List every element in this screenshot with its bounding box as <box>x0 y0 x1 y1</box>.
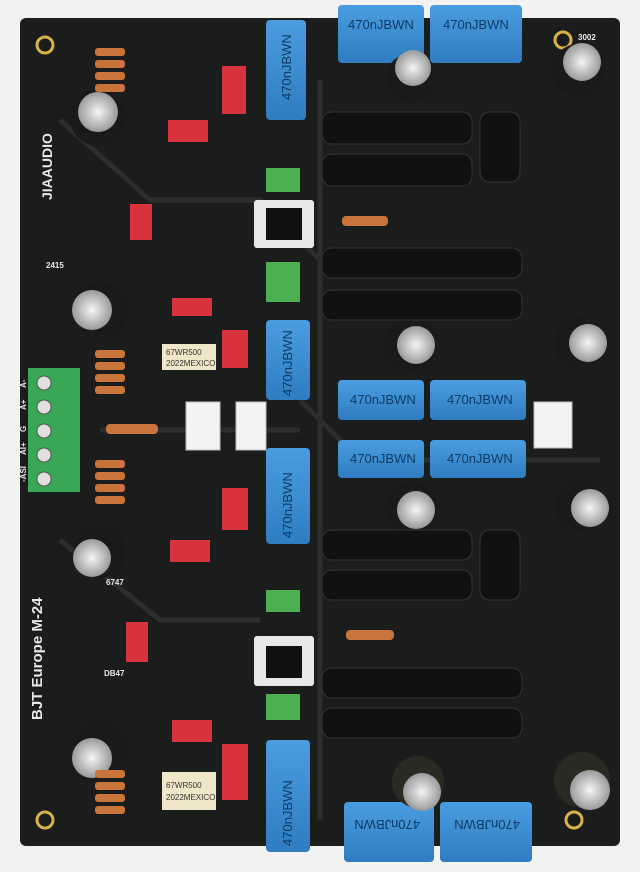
electrolytic-capacitor <box>73 526 126 578</box>
svg-text:470nJBWN: 470nJBWN <box>280 330 295 396</box>
svg-text:470nJBWN: 470nJBWN <box>443 17 509 32</box>
svg-text:470nJBWN: 470nJBWN <box>279 34 294 100</box>
film-capacitor: 470nJBWN <box>338 440 424 478</box>
svg-text:470nJBWN: 470nJBWN <box>280 780 295 846</box>
film-capacitor: 470nJBWN <box>430 380 526 420</box>
film-capacitor: 470nJBWN <box>440 802 532 862</box>
electrolytic-capacitor <box>386 482 438 534</box>
silk-mark: DB47 <box>104 669 125 678</box>
red-box-capacitor <box>126 66 248 800</box>
electrolytic-capacitor <box>72 282 128 338</box>
electrolytic-capacitor <box>554 317 607 369</box>
silk-mark: 3002 <box>578 33 596 42</box>
electrolytic-capacitor <box>384 319 436 371</box>
svg-text:470nJBWN: 470nJBWN <box>350 392 416 407</box>
svg-text:470nJBWN: 470nJBWN <box>454 817 520 832</box>
film-capacitor: 470nJBWN <box>266 448 310 544</box>
silk-mark: 6747 <box>106 578 124 587</box>
terminal-block <box>28 368 80 492</box>
electrolytic-capacitor <box>70 90 126 146</box>
opamp-chip <box>254 200 314 248</box>
brand-silkscreen: JIAAUDIO <box>39 133 55 200</box>
terminal-label: AI+ <box>19 442 28 455</box>
film-capacitor: 470nJBWN <box>430 440 526 478</box>
opamp-chip <box>254 636 314 686</box>
electrolytic-capacitor <box>554 479 609 531</box>
svg-text:470nJBWN: 470nJBWN <box>350 451 416 466</box>
svg-text:470nJBWN: 470nJBWN <box>354 817 420 832</box>
svg-text:470nJBWN: 470nJBWN <box>280 472 295 538</box>
electrolytic-capacitor <box>554 752 610 810</box>
svg-text:2022MEXICO: 2022MEXICO <box>166 793 215 802</box>
resistor-bank <box>95 48 394 814</box>
transistor-array <box>321 111 523 739</box>
film-capacitor: 470nJBWN <box>344 802 434 862</box>
terminal-label: A- <box>19 379 28 388</box>
terminal-label: A+ <box>19 399 28 410</box>
film-capacitor: 470nJBWN <box>266 740 310 852</box>
svg-text:67WR500: 67WR500 <box>166 348 202 357</box>
terminal-label: G <box>19 426 28 432</box>
film-capacitor: 470nJBWN <box>430 5 522 63</box>
film-capacitor: 470nJBWN <box>266 320 310 400</box>
electrolytic-capacitor <box>386 50 434 102</box>
electrolytic-capacitor <box>392 756 444 811</box>
svg-text:470nJBWN: 470nJBWN <box>447 392 513 407</box>
mounting-holes <box>35 30 584 830</box>
model-silkscreen: BJT Europe M-24 <box>29 597 46 720</box>
film-capacitor: 470nJBWN <box>338 380 424 420</box>
svg-text:67WR500: 67WR500 <box>166 781 202 790</box>
svg-text:2022MEXICO: 2022MEXICO <box>166 359 215 368</box>
svg-text:470nJBWN: 470nJBWN <box>447 451 513 466</box>
trimpot: 67WR500 2022MEXICO <box>162 344 216 370</box>
film-capacitor: 470nJBWN <box>338 5 424 63</box>
trimpot: 67WR500 2022MEXICO <box>162 772 216 810</box>
film-capacitor: 470nJBWN <box>266 20 306 120</box>
svg-text:470nJBWN: 470nJBWN <box>348 17 414 32</box>
electrolytic-capacitor <box>552 43 604 96</box>
electrolytic-capacitor <box>72 720 128 778</box>
silk-mark: 2415 <box>46 261 64 270</box>
header-connector <box>185 401 573 451</box>
terminal-label: -ASI <box>19 466 28 482</box>
green-box-capacitor <box>266 168 300 720</box>
